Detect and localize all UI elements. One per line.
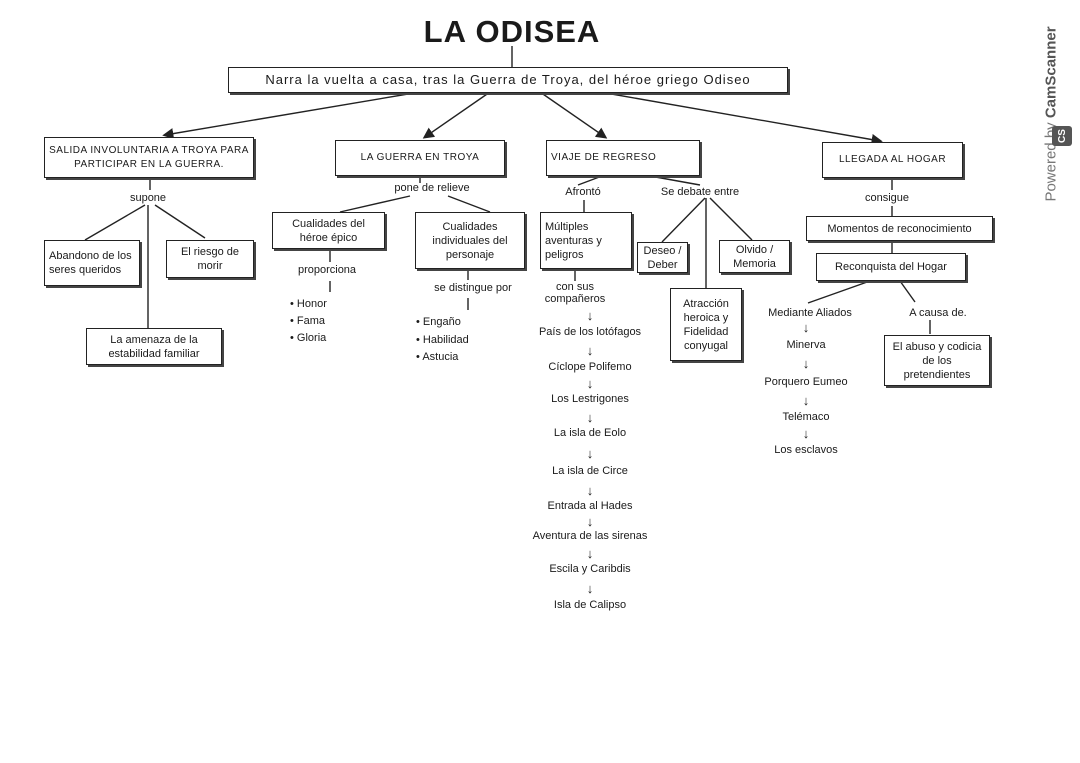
list-item: La isla de Eolo [553, 427, 627, 439]
list-item: • Gloria [290, 332, 327, 344]
individuales-box: Cualidades individuales del personaje [415, 212, 525, 269]
list-item: Aventura de las sirenas [532, 530, 648, 542]
individuales-connector: se distingue por [434, 282, 512, 294]
down-arrow-icon: ↓ [586, 483, 594, 498]
llegada-connector: consigue [864, 192, 910, 204]
down-arrow-icon: ↓ [802, 426, 810, 441]
list-item: • Engaño [416, 316, 461, 328]
list-item: • Habilidad [416, 334, 469, 346]
down-arrow-icon: ↓ [802, 393, 810, 408]
guerra-connector: pone de relieve [394, 182, 470, 194]
camscanner-watermark: Powered by CamScanner CS [1036, 14, 1072, 249]
list-item: Cíclope Polifemo [548, 361, 632, 373]
guerra-box: La guerra en Troya [335, 140, 505, 176]
down-arrow-icon: ↓ [586, 308, 594, 323]
list-item: País de los lotófagos [538, 326, 642, 338]
salida-connector: supone [129, 192, 167, 204]
list-item: Porquero Eumeo [764, 376, 848, 388]
list-item: • Fama [290, 315, 326, 327]
amenaza-box: La amenaza de la estabilidad familiar [86, 328, 222, 365]
viaje-box: Viaje de regreso [546, 140, 700, 176]
list-item: La isla de Circe [552, 465, 628, 477]
down-arrow-icon: ↓ [586, 376, 594, 391]
down-arrow-icon: ↓ [802, 320, 810, 335]
heroe-connector: proporciona [297, 264, 357, 276]
atraccion-fidelidad-box: Atracción heroica y Fidelidad conyugal [670, 288, 742, 361]
down-arrow-icon: ↓ [586, 581, 594, 596]
riesgo-box: El riesgo de morir [166, 240, 254, 278]
aventuras-box: Múltiples aventuras y peligros [540, 212, 632, 269]
momentos-box: Momentos de reconocimiento [806, 216, 993, 241]
list-item: Escila y Caribdis [549, 563, 631, 575]
watermark-text: Powered by CamScanner [1042, 26, 1060, 202]
list-item: Isla de Calipso [553, 599, 627, 611]
down-arrow-icon: ↓ [802, 356, 810, 371]
causa-connector: A causa de. [909, 307, 967, 319]
list-item: Minerva [786, 339, 826, 351]
down-arrow-icon: ↓ [586, 446, 594, 461]
list-item: • Honor [290, 298, 327, 310]
map-title: LA ODISEA [423, 14, 601, 49]
deseo-deber-box: Deseo / Deber [637, 242, 688, 273]
olvido-memoria-box: Olvido / Memoria [719, 240, 790, 273]
down-arrow-icon: ↓ [586, 546, 594, 561]
camscanner-logo-icon: CS [1052, 126, 1072, 146]
companions-label: con sus compañeros [544, 281, 606, 305]
list-item: Entrada al Hades [547, 500, 633, 512]
down-arrow-icon: ↓ [586, 514, 594, 529]
heroe-box: Cualidades del héroe épico [272, 212, 385, 249]
viaje-connector-left: Afrontó [565, 186, 601, 198]
list-item: Telémaco [782, 411, 830, 423]
viaje-connector-right: Se debate entre [660, 186, 740, 198]
list-item: • Astucia [416, 351, 459, 363]
reconquista-box: Reconquista del Hogar [816, 253, 966, 281]
list-item: Los Lestrigones [551, 393, 629, 405]
llegada-box: Llegada al hogar [822, 142, 963, 178]
causa-box: El abuso y codicia de los pretendientes [884, 335, 990, 386]
abandono-box: Abandono de los seres queridos [44, 240, 140, 286]
down-arrow-icon: ↓ [586, 410, 594, 425]
list-item: Los esclavos [774, 444, 838, 456]
salida-box: Salida involuntaria a Troya para partici… [44, 137, 254, 178]
summary-box: Narra la vuelta a casa, tras la Guerra d… [228, 67, 788, 93]
down-arrow-icon: ↓ [586, 343, 594, 358]
aliados-connector: Mediante Aliados [768, 307, 852, 319]
